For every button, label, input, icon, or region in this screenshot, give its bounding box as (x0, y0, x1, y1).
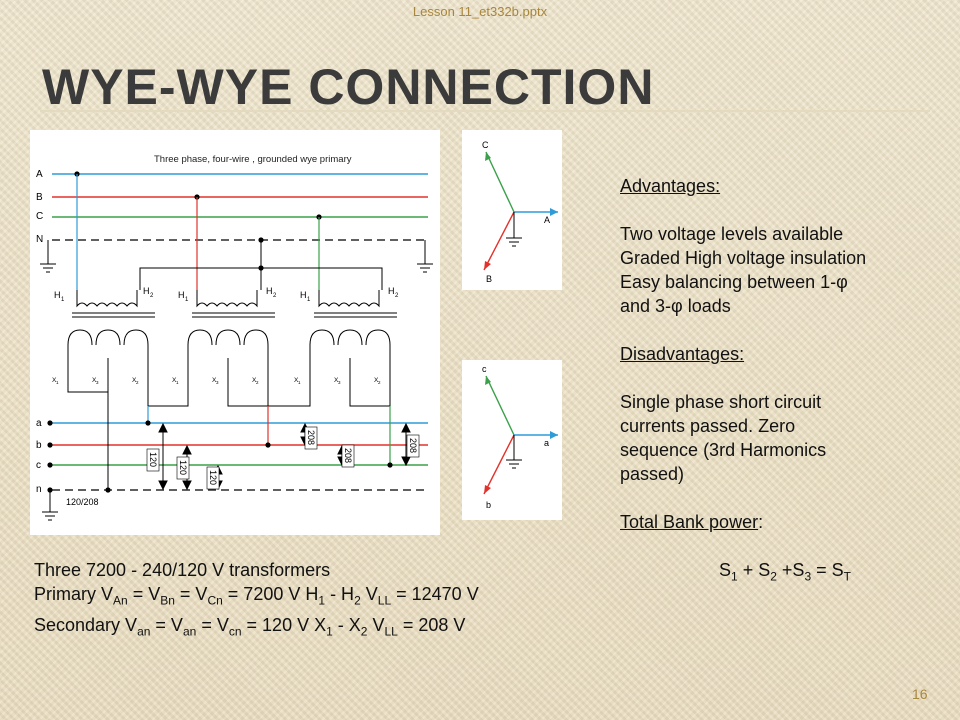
ground-symbol-right-primary (417, 240, 433, 273)
svg-text:1: 1 (56, 380, 59, 385)
line-label-n-secondary: n (36, 484, 42, 495)
disadvantage-item: currents passed. Zero (620, 416, 796, 436)
svg-text:3: 3 (96, 380, 99, 385)
svg-text:2: 2 (378, 380, 381, 385)
svg-text:2: 2 (395, 293, 399, 299)
svg-text:X: X (52, 377, 57, 384)
svg-text:2: 2 (150, 293, 154, 299)
system-voltage-label: 120/208 (66, 497, 99, 507)
svg-text:120: 120 (148, 452, 158, 467)
disadvantage-item: Single phase short circuit (620, 392, 822, 412)
svg-text:X: X (212, 377, 217, 384)
svg-text:X: X (334, 377, 339, 384)
secondary-phasor-diagram: c a b (462, 360, 562, 520)
svg-text:1: 1 (176, 380, 179, 385)
svg-text:2: 2 (256, 380, 259, 385)
line-label-a-primary: A (36, 169, 43, 180)
svg-text:H: H (300, 290, 307, 300)
advantage-item: and 3-φ loads (620, 296, 731, 316)
primary-phasor-diagram: C A B (462, 130, 562, 290)
disadvantages-heading: Disadvantages: (620, 344, 745, 364)
ground-symbol-secondary (42, 490, 58, 521)
svg-text:208: 208 (408, 438, 418, 453)
svg-text:2: 2 (273, 293, 277, 299)
svg-text:1: 1 (61, 297, 65, 303)
svg-text:X: X (172, 377, 177, 384)
advantage-item: Graded High voltage insulation (620, 248, 867, 268)
svg-text:H: H (143, 286, 150, 296)
diagram-caption: Three phase, four-wire , grounded wye pr… (154, 154, 352, 165)
svg-text:H: H (54, 290, 61, 300)
svg-text:X: X (374, 377, 379, 384)
svg-text:H: H (178, 290, 185, 300)
svg-text:X: X (294, 377, 299, 384)
phasor-label-a-secondary: a (544, 438, 549, 448)
wye-wye-wiring-diagram: Three phase, four-wire , grounded wye pr… (30, 130, 440, 535)
file-name-label: Lesson 11_et332b.pptx (412, 4, 548, 19)
svg-text:208: 208 (343, 448, 353, 463)
voltage-labels: 120 120 120 208 208 208 (146, 426, 420, 490)
svg-text:3: 3 (338, 380, 341, 385)
line-label-b-secondary: b (36, 440, 42, 451)
spec-line-secondary: Secondary Van = Van = Vcn = 120 V X1 - X… (34, 614, 466, 639)
svg-text:X: X (92, 377, 97, 384)
spec-line-primary: Primary VAn = VBn = VCn = 7200 V H1 - H2… (34, 584, 479, 608)
phasor-label-a-primary: A (544, 215, 550, 225)
slide-title: WYE-WYE CONNECTION (42, 59, 655, 115)
disadvantage-item: sequence (3rd Harmonics (620, 440, 827, 460)
svg-text:2: 2 (136, 380, 139, 385)
line-label-a-secondary: a (36, 418, 42, 429)
line-label-n-primary: N (36, 234, 43, 245)
phasor-label-b-secondary: b (486, 500, 491, 510)
phasor-label-c-primary: C (482, 140, 489, 150)
voltage-measurement-arrows (158, 422, 411, 491)
svg-text:X: X (252, 377, 257, 384)
line-label-b-primary: B (36, 192, 43, 203)
page-number: 16 (912, 686, 928, 702)
advantage-item: Easy balancing between 1-φ (620, 272, 848, 292)
line-label-c-primary: C (36, 211, 43, 222)
svg-text:208: 208 (306, 430, 316, 445)
transformer-spec-text: Three 7200 - 240/120 V transformers Prim… (34, 558, 479, 643)
line-label-c-secondary: c (36, 460, 41, 471)
advantages-disadvantages-panel: Advantages: Two voltage levels available… (620, 174, 950, 589)
svg-text:3: 3 (216, 380, 219, 385)
transformer-2-coils (187, 290, 275, 406)
transformer-3-coils (309, 290, 397, 406)
phasor-label-c-secondary: c (482, 364, 487, 374)
advantage-item: Two voltage levels available (620, 224, 844, 244)
svg-text:1: 1 (307, 297, 311, 303)
transformer-1-coils (67, 290, 155, 406)
svg-text:1: 1 (185, 297, 189, 303)
total-bank-power-equation: S1 + S2 +S3 = ST (718, 560, 851, 584)
phasor-label-b-primary: B (486, 274, 492, 284)
svg-text:H: H (388, 286, 395, 296)
title-underline (40, 110, 930, 112)
svg-text:X: X (132, 377, 137, 384)
svg-text:H: H (266, 286, 273, 296)
advantages-heading: Advantages: (620, 176, 721, 196)
disadvantage-item: passed) (620, 464, 685, 484)
ground-symbol-left-primary (40, 240, 56, 273)
svg-text:1: 1 (298, 380, 301, 385)
spec-line-transformers: Three 7200 - 240/120 V transformers (34, 560, 331, 580)
total-bank-power-heading: Total Bank power: (620, 512, 764, 532)
svg-text:120: 120 (208, 470, 218, 485)
svg-text:120: 120 (178, 460, 188, 475)
wiring-diagram-svg: Three phase, four-wire , grounded wye pr… (36, 154, 433, 521)
